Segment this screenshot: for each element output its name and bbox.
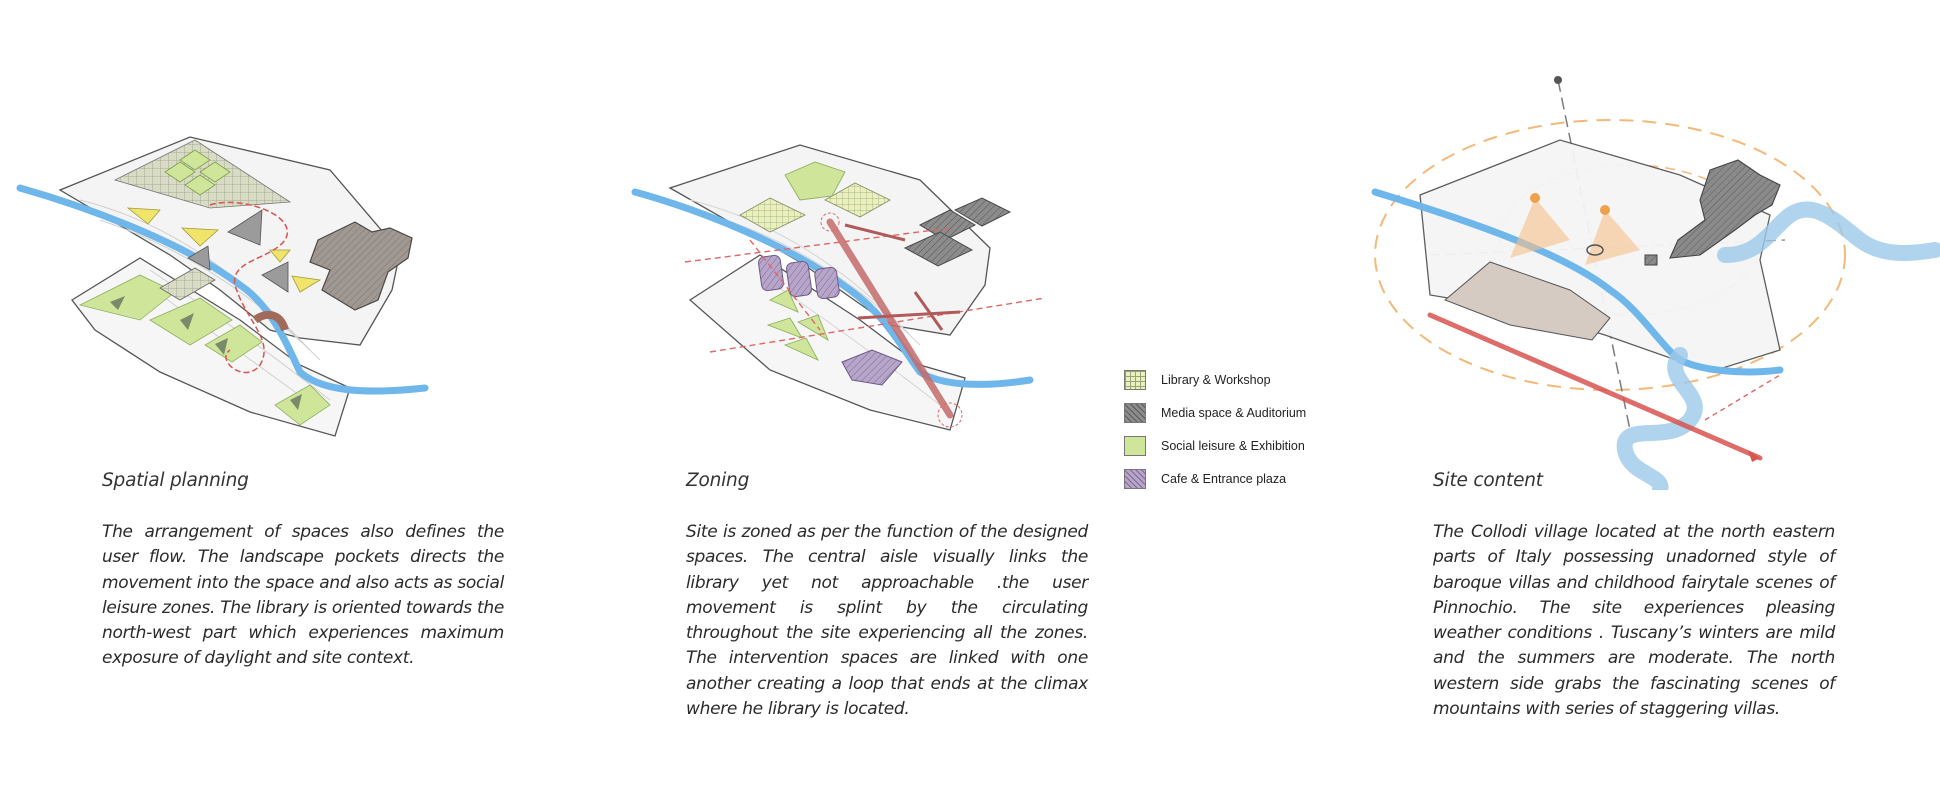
bridge (252, 310, 289, 332)
zoning-diagram (631, 144, 1046, 431)
north-axis (1557, 79, 1631, 431)
river (631, 188, 1034, 388)
panel-title: Zoning (686, 470, 750, 491)
site-content-caption: Site content The Collodi village located… (1433, 470, 1835, 722)
legend-item: Library & Workshop (1124, 363, 1306, 396)
legend-label: Social leisure & Exhibition (1161, 438, 1305, 453)
legend-item: Social leisure & Exhibition (1124, 429, 1306, 462)
zoning-caption: Zoning Site is zoned as per the function… (686, 470, 1088, 722)
climax-node-marker (937, 402, 963, 428)
node-marker (820, 212, 840, 232)
cafe-entrance-zones (758, 254, 903, 386)
legend-swatch-media (1124, 402, 1146, 423)
site-content-diagram (1371, 76, 1940, 490)
spatial-planning-diagram (16, 136, 429, 437)
winding-stream (1616, 347, 1703, 490)
spatial-planning-caption: Spatial planning The arrangement of spac… (102, 470, 504, 672)
road-arrow (1748, 450, 1760, 462)
sun-markers (1510, 193, 1640, 265)
yellow-pockets (126, 207, 322, 293)
river (16, 184, 429, 395)
green-pockets-top (164, 149, 231, 196)
library-building (1669, 159, 1781, 259)
trees (110, 296, 302, 410)
circulation-path (209, 201, 288, 374)
library-building (309, 221, 413, 311)
north-marker (1554, 76, 1562, 84)
village-footprint (1444, 261, 1611, 341)
legend-swatch-library (1124, 369, 1146, 390)
panel-title: Spatial planning (102, 470, 249, 491)
winding-stream-north (1717, 201, 1940, 263)
link-arrows (844, 223, 961, 331)
legend-swatch-cafe (1124, 468, 1146, 489)
legend-label: Library & Workshop (1161, 372, 1271, 387)
river (1371, 188, 1784, 376)
legend-label: Cafe & Entrance plaza (1161, 471, 1287, 486)
legend-swatch-social (1124, 435, 1146, 456)
central-aisle (826, 218, 954, 419)
circulation-lines (684, 227, 1046, 353)
small-pavilion (1644, 254, 1658, 266)
panel-title: Site content (1433, 470, 1543, 491)
panel-description: Site is zoned as per the function of the… (686, 522, 1088, 720)
legend-label: Media space & Auditorium (1161, 405, 1307, 420)
access-road (1427, 312, 1763, 461)
compass-center (1586, 244, 1604, 256)
seating-steps (159, 267, 216, 301)
panel-description: The Collodi village located at the north… (1433, 522, 1835, 720)
legend-item: Cafe & Entrance plaza (1124, 462, 1306, 495)
legend-item: Media space & Auditorium (1124, 396, 1306, 429)
sun-path-outer (1374, 119, 1846, 391)
media-auditorium-zones (903, 197, 1012, 267)
library-workshop-zones (739, 182, 891, 233)
approach-path (1704, 374, 1781, 421)
panel-description: The arrangement of spaces also defines t… (102, 522, 504, 669)
gray-pavilions (187, 209, 289, 293)
